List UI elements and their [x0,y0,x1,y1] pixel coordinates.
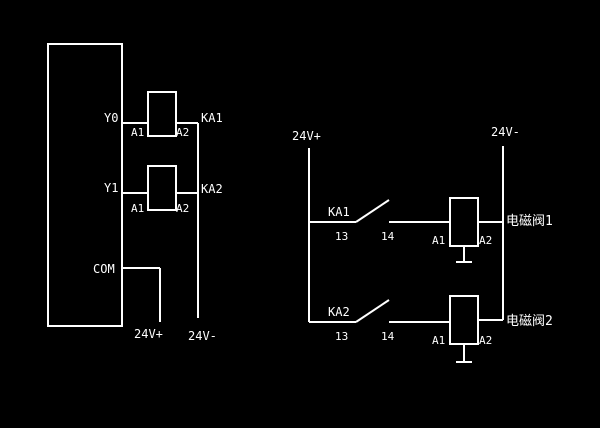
plc-terminal-y0: Y0 [104,111,118,125]
relay-ka1-a1: A1 [131,126,144,139]
plc-terminal-com: COM [93,262,115,276]
plc-terminal-y1: Y1 [104,181,118,195]
relay-ka2-label: KA2 [201,182,223,196]
supply-positive-label: 24V+ [292,129,321,143]
branch-valve-1: KA1 13 14 A1 A2 电磁阀1 [309,197,553,263]
valve-1-label: 电磁阀1 [506,214,553,229]
branch-valve-2: KA2 13 14 A1 A2 电磁阀2 [309,295,553,363]
relay-ka2-coil: A1 A2 KA2 [122,165,223,215]
valve-1-a1: A1 [432,234,445,247]
valve-2-a2: A2 [479,334,492,347]
valve-2-coil [449,295,479,345]
relay-ka2-a2: A2 [176,202,189,215]
plc-supply-negative: 24V- [188,329,217,343]
relay-ka2-a1: A1 [131,202,144,215]
plc-output-module [47,43,123,327]
contact-ka1-pin-14: 14 [381,230,395,243]
valve-2-a1: A1 [432,334,445,347]
plc-supply-positive: 24V+ [134,327,163,341]
contact-ka1-label: KA1 [328,205,350,219]
contact-ka1-blade [355,199,390,223]
contact-ka1-pin-13: 13 [335,230,348,243]
valve-1-coil [449,197,479,247]
relay-ka1-label: KA1 [201,111,223,125]
relay-ka1-coil: A1 A2 KA1 [122,91,223,139]
contact-ka2-pin-14: 14 [381,330,395,343]
supply-negative-label: 24V- [491,125,520,139]
valve-1-a2: A2 [479,234,492,247]
valve-2-label: 电磁阀2 [506,314,553,329]
contact-ka2-blade [355,299,390,323]
contact-ka2-label: KA2 [328,305,350,319]
contact-ka2-pin-13: 13 [335,330,348,343]
relay-ka1-a2: A2 [176,126,189,139]
plc-com-wire [122,267,161,322]
